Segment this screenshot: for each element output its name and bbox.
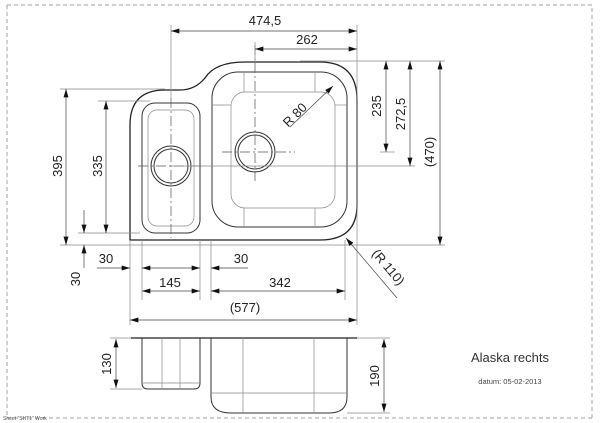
dim-262: 262 [296,32,318,47]
dim-30-left: 30 [99,251,113,266]
dim-470: (470) [422,137,437,167]
dim-30-gap: 30 [234,251,248,266]
dim-30-vertical: 30 [68,272,83,286]
sink-section-view: 130 190 [99,337,390,414]
dimension-lines [60,25,445,325]
dim-395: 395 [50,155,65,177]
dim-190: 190 [367,365,382,387]
sheet-label: Sheet "SHT1" Work [3,416,47,422]
r80-leader [289,85,334,128]
dim-272-5: 272,5 [393,98,408,131]
dim-474-5: 474,5 [249,13,282,28]
dim-577: (577) [230,300,260,315]
dim-342: 342 [269,275,291,290]
drawing-date: datum: 05-02-2013 [478,377,541,386]
sink-plan-view [129,45,358,241]
dim-130: 130 [99,353,114,375]
small-bowl-section [141,338,201,390]
dim-235: 235 [369,95,384,117]
large-bowl-section [210,338,348,414]
dim-r80: R 80 [280,100,310,130]
dim-r110: (R 110) [369,246,408,288]
dim-145: 145 [159,275,181,290]
drawing-title: Alaska rechts [471,350,550,365]
sheet-border [6,4,593,419]
large-bowl-inner [230,91,336,209]
dim-335: 335 [90,155,105,177]
large-bowl [211,71,348,228]
sink-outer-outline [129,61,358,241]
